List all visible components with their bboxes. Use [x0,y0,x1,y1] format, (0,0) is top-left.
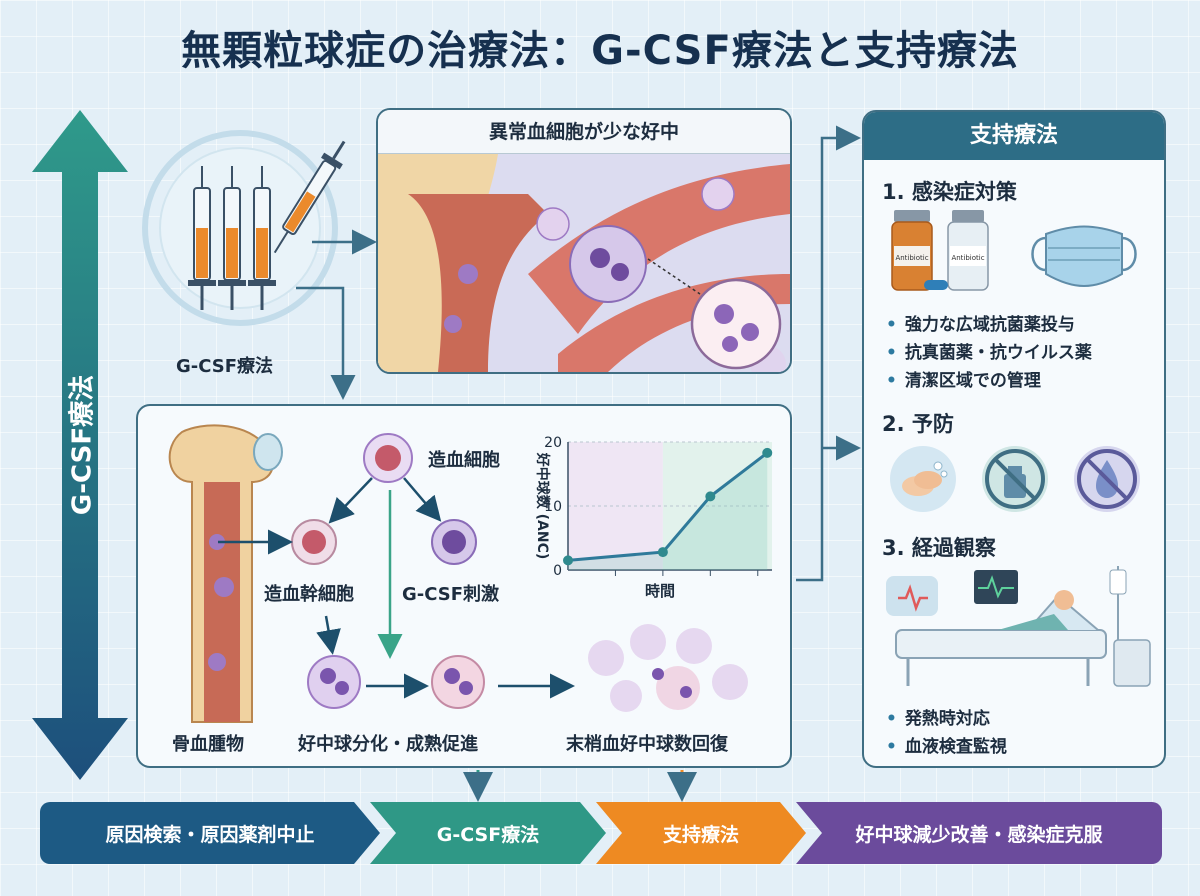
y-axis-label: 好中球数 (ANC) [534,452,551,560]
gcsf-therapy-label: G-CSF療法 [176,356,274,377]
support-item: 発熱時対応 [886,704,990,729]
series-area [568,452,768,570]
support-item: 抗真菌薬・抗ウイルス薬 [886,338,1092,363]
series-line [567,451,769,562]
section-monitoring: 3. 経過観察 [882,536,996,560]
bone-marrow-label: 骨血腫物 [172,734,244,755]
no-water-icon [1074,446,1140,512]
antibiotic-vials-icon: Antibiotic Antibiotic [891,210,989,291]
vial-label: Antibiotic [895,254,928,262]
cell-flow-diagram [218,433,748,712]
support-header: 支持療法 [864,112,1164,160]
data-point [657,547,668,558]
support-therapy-panel: 支持療法 1. 感染症対策 Antibiotic Antibiotic 強力な広… [862,110,1166,768]
bone-illustration [168,424,283,723]
x-axis-label: 時間 [645,582,675,600]
y-tick-label: 20 [544,435,562,451]
gcsf-mechanism-panel: 骨血腫物 造血細胞 造血 [136,404,792,768]
flow-step-recovery: 好中球減少改善・感染症克服 [796,802,1162,864]
anc-line-chart: 0 10 20 時間 好中球数 (ANC) [534,435,773,600]
support-item: 血液検査監視 [886,732,1007,757]
syringe-icon [273,140,346,254]
no-contact-icon [982,446,1048,512]
syringe-icon [218,166,246,310]
hospital-bed-illustration [886,566,1151,687]
support-item: 強力な広域抗菌薬投与 [886,310,1075,335]
abnormal-panel-header: 異常血細胞が少な好中 [378,110,790,154]
y-tick-label: 0 [553,563,562,579]
syringe-icon [248,166,276,310]
flow-step-gcsf: G-CSF療法 [370,802,606,864]
flow-step-cause: 原因検索・原因薬剤中止 [40,802,380,864]
hematopoietic-cell-label: 造血細胞 [428,450,500,471]
data-point [762,447,773,458]
differentiation-label: 好中球分化・成熟促進 [298,734,478,755]
section-infection-control: 1. 感染症対策 [882,180,1017,204]
stem-cell-label: 造血幹細胞 [264,584,354,605]
process-flow-bar: 原因検索・原因薬剤中止 G-CSF療法 支持療法 好中球減少改善・感染症克服 [40,802,1162,864]
support-item: 清潔区域での管理 [886,366,1041,391]
y-tick-label: 10 [544,499,562,515]
page-title: 無顆粒球症の治療法：G-CSF療法と支持療法 [181,28,1019,74]
recovery-label: 末梢血好中球数回復 [566,734,728,755]
data-point [705,491,716,502]
gcsf-stimulus-label: G-CSF刺激 [402,584,500,605]
syringe-icon [188,166,216,310]
vertical-double-arrow [32,110,128,780]
face-mask-icon [1031,225,1137,287]
vial-label: Antibiotic [951,254,984,262]
hand-washing-icon [890,446,956,512]
section-prevention: 2. 予防 [882,412,954,436]
flow-step-support: 支持療法 [596,802,806,864]
data-point [563,555,573,566]
abnormal-cells-panel: 異常血細胞が少な好中 [376,108,792,374]
syringes-illustration [142,130,346,326]
blood-vessel-illustration [378,154,790,372]
